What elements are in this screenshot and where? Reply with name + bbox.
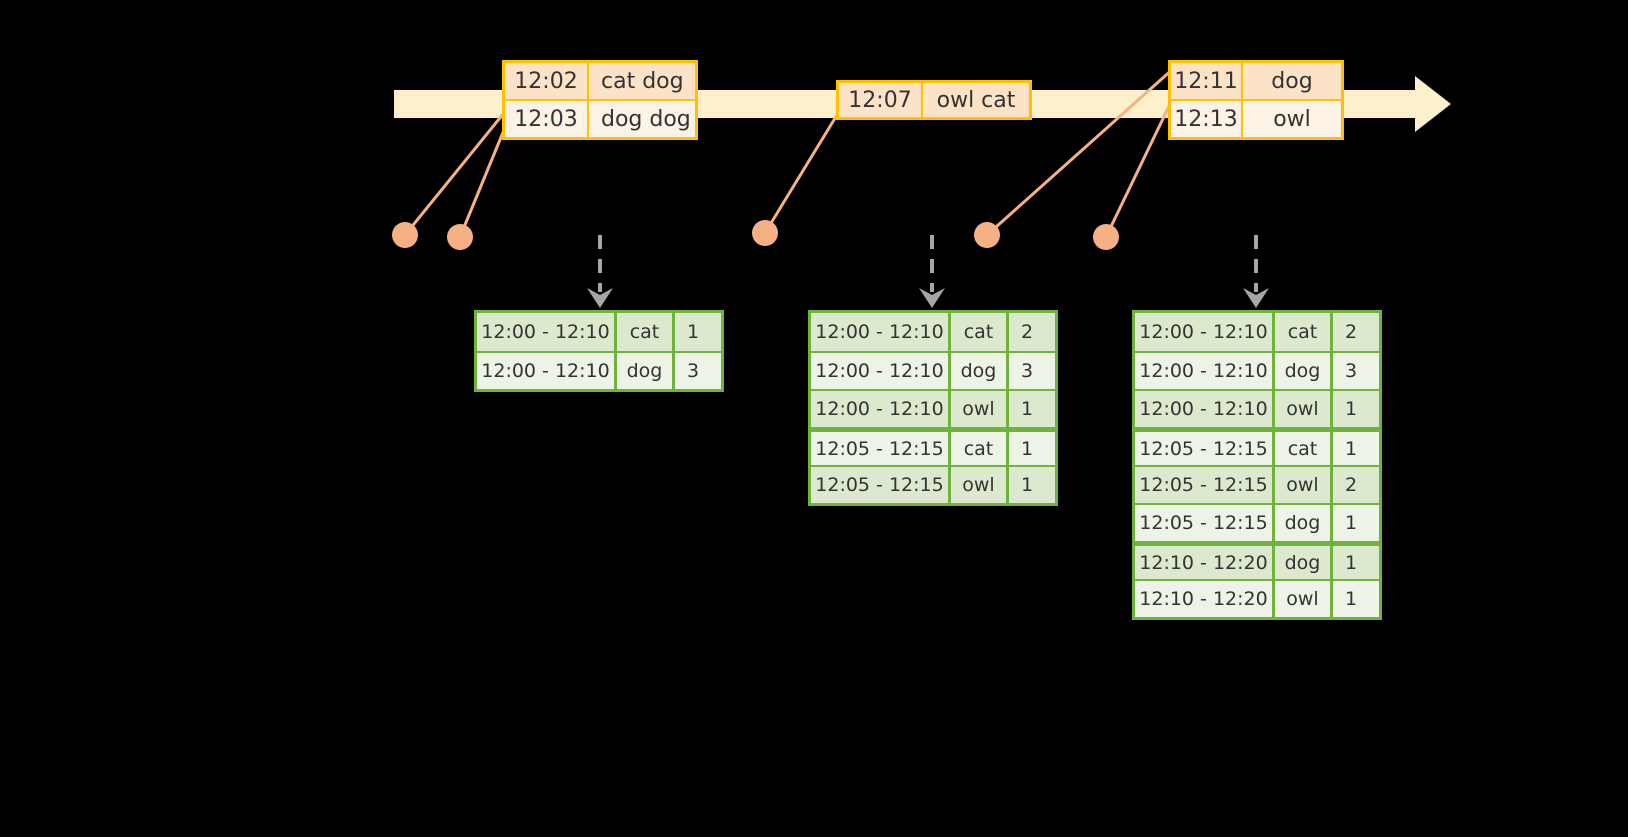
- key-cell: owl: [1275, 391, 1333, 427]
- event-payload: cat dog: [601, 68, 684, 94]
- key-cell: dog: [617, 353, 675, 389]
- window-cell: 12:05 - 12:15: [1135, 505, 1275, 541]
- event-dot-1202: [392, 222, 418, 248]
- count-cell: 1: [1020, 398, 1034, 420]
- count-cell: 1: [686, 321, 700, 343]
- count-cell: 2: [1020, 321, 1034, 343]
- event-group-2: 12:07 owl cat: [836, 80, 1032, 120]
- count-cell: 1: [1020, 474, 1034, 496]
- count-cell: 1: [1344, 588, 1358, 610]
- key-cell: dog: [1275, 546, 1333, 579]
- event-dot-1213: [1093, 224, 1119, 250]
- event-row: 12:13 owl: [1171, 99, 1341, 137]
- event-timestamp: 12:07: [839, 83, 923, 117]
- count-cell: 1: [1344, 512, 1358, 534]
- wire-1213: [1104, 99, 1174, 238]
- event-payload: owl: [1273, 106, 1311, 132]
- window-cell: 12:05 - 12:15: [811, 467, 951, 503]
- count-cell: 3: [1020, 360, 1034, 382]
- window-cell: 12:00 - 12:10: [1135, 391, 1275, 427]
- window-cell: 12:05 - 12:15: [1135, 467, 1275, 503]
- wire-1203: [458, 129, 506, 238]
- key-cell: dog: [951, 353, 1009, 389]
- event-dot-1211: [974, 222, 1000, 248]
- event-payload: dog dog: [601, 106, 691, 132]
- window-cell: 12:10 - 12:20: [1135, 546, 1275, 579]
- key-cell: owl: [951, 467, 1009, 503]
- count-cell: 1: [1344, 398, 1358, 420]
- count-cell: 1: [1344, 437, 1358, 460]
- key-cell: owl: [1275, 581, 1333, 617]
- event-timestamp: 12:11: [1171, 63, 1243, 99]
- wire-1207: [763, 109, 842, 234]
- window-cell: 12:00 - 12:10: [811, 313, 951, 351]
- key-cell: cat: [617, 313, 675, 351]
- window-cell: 12:05 - 12:15: [811, 432, 951, 465]
- count-cell: 1: [1020, 437, 1034, 460]
- window-cell: 12:00 - 12:10: [477, 313, 617, 351]
- window-cell: 12:10 - 12:20: [1135, 581, 1275, 617]
- window-cell: 12:00 - 12:10: [1135, 353, 1275, 389]
- timeline-arrowhead-icon: [1415, 76, 1451, 132]
- key-cell: cat: [1275, 432, 1333, 465]
- event-group-1: 12:02 cat dog 12:03 dog dog: [502, 60, 698, 140]
- key-cell: cat: [951, 313, 1009, 351]
- event-dot-1207: [752, 220, 778, 246]
- count-cell: 3: [686, 360, 700, 382]
- event-row: 12:03 dog dog: [505, 99, 695, 137]
- key-cell: owl: [951, 391, 1009, 427]
- emit-arrow-3-head-icon: [1243, 288, 1269, 308]
- emit-arrows: [587, 235, 1269, 308]
- event-row: 12:07 owl cat: [839, 83, 1029, 117]
- event-payload: dog: [1271, 68, 1313, 94]
- wire-1202: [403, 107, 510, 236]
- event-row: 12:02 cat dog: [505, 63, 695, 99]
- count-cell: 2: [1344, 474, 1358, 496]
- event-row: 12:11 dog: [1171, 63, 1341, 99]
- event-group-3: 12:11 dog 12:13 owl: [1168, 60, 1344, 140]
- emit-arrow-1-head-icon: [587, 288, 613, 308]
- event-payload: owl cat: [936, 87, 1016, 113]
- count-cell: 1: [1344, 551, 1358, 574]
- window-cell: 12:00 - 12:10: [1135, 313, 1275, 351]
- event-timestamp: 12:03: [505, 101, 589, 137]
- key-cell: cat: [951, 432, 1009, 465]
- key-cell: cat: [1275, 313, 1333, 351]
- window-cell: 12:00 - 12:10: [811, 391, 951, 427]
- window-cell: 12:05 - 12:15: [1135, 432, 1275, 465]
- count-cell: 2: [1344, 321, 1358, 343]
- window-cell: 12:00 - 12:10: [811, 353, 951, 389]
- count-cell: 3: [1344, 360, 1358, 382]
- key-cell: owl: [1275, 467, 1333, 503]
- event-timestamp: 12:13: [1171, 101, 1243, 137]
- event-timestamp: 12:02: [505, 63, 589, 99]
- window-cell: 12:00 - 12:10: [477, 353, 617, 389]
- event-dot-1203: [447, 224, 473, 250]
- key-cell: dog: [1275, 505, 1333, 541]
- emit-arrow-2-head-icon: [919, 288, 945, 308]
- key-cell: dog: [1275, 353, 1333, 389]
